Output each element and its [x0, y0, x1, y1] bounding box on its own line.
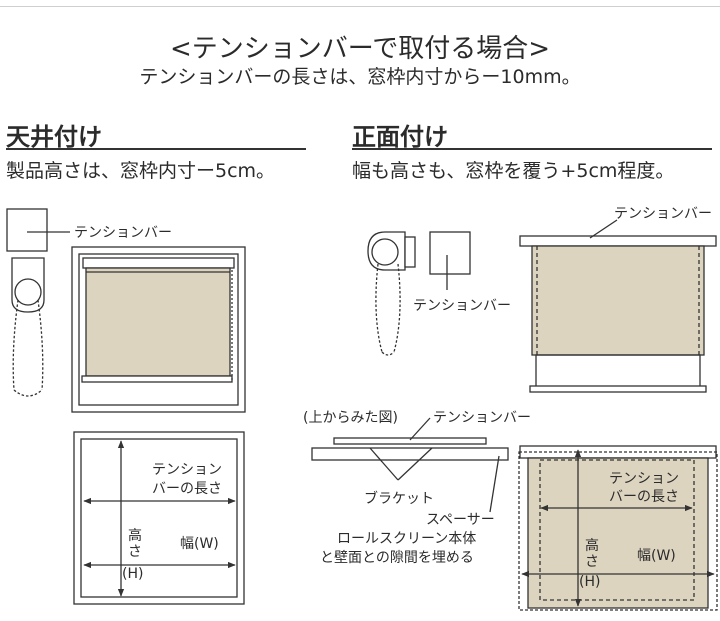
top-view-tension-bar — [333, 437, 487, 445]
pulley-circle — [371, 238, 399, 266]
left-section-heading: 天井付け — [6, 123, 102, 151]
left-label-height-1: 高 — [128, 527, 142, 544]
left-window-diagram-1 — [71, 246, 246, 413]
right-label-tension-bar-a: テンションバー — [614, 206, 712, 222]
right-label-top-view: (上からみた図) — [303, 410, 398, 426]
left-label-height-2: さ — [128, 544, 142, 560]
left-label-tension-length-2: バーの長さ — [152, 481, 222, 497]
right-section-heading: 正面付け — [352, 123, 448, 151]
window-inner-outline — [539, 459, 695, 601]
bracket-leader-1 — [369, 447, 399, 481]
tension-bar-end-square — [6, 208, 48, 252]
bracket-plate — [404, 236, 416, 268]
right-label-height-1: 高 — [585, 537, 599, 554]
pulley-circle — [14, 278, 42, 306]
left-label-tension-bar: テンションバー — [74, 225, 172, 241]
tension-bar-end-square — [429, 231, 471, 275]
right-label-spacer-note-1: ロールスクリーン本体 — [337, 531, 476, 547]
inner-frame — [80, 438, 238, 598]
right-top-view — [311, 417, 509, 513]
outer-frame — [71, 246, 246, 413]
right-label-tension-bar-b: テンションバー — [413, 298, 511, 314]
bracket-leader-2 — [397, 447, 433, 481]
bottom-bar — [529, 385, 707, 393]
bead-chain — [375, 263, 401, 356]
right-heading-rule — [352, 148, 712, 150]
left-heading-rule — [6, 148, 306, 150]
inner-frame — [78, 253, 239, 406]
page-title: <テンションバーで取付る場合> — [169, 34, 550, 64]
top-divider — [0, 6, 720, 7]
screen-fabric — [85, 267, 231, 377]
leader-line — [589, 219, 618, 239]
bead-chain — [12, 299, 44, 397]
right-label-spacer: スペーサー — [426, 512, 495, 528]
headrail — [519, 235, 717, 247]
spacer-leader — [489, 455, 500, 513]
right-tension-bar-detail — [367, 231, 471, 356]
window-frame-outline — [518, 451, 718, 611]
right-window-diagram-1 — [519, 219, 717, 393]
page-subtitle: テンションバーの長さは、窓枠内寸からー10mm。 — [139, 66, 581, 88]
bottom-bar — [81, 375, 233, 383]
right-label-tension-bar-c: テンションバー — [433, 410, 531, 426]
tension-leader — [409, 417, 431, 441]
right-label-width: 幅(W) — [637, 548, 676, 564]
right-window-diagram-2 — [518, 445, 718, 611]
right-label-tension-length-1: テンション — [609, 471, 679, 487]
top-view-frame — [311, 447, 509, 461]
right-section-description: 幅も高さも、窓枠を覆う+5cm程度。 — [352, 160, 675, 182]
tension-bar — [82, 257, 235, 269]
left-window-diagram-2 — [73, 431, 245, 605]
right-label-height-2: さ — [585, 554, 599, 570]
right-label-height-3: (H) — [579, 574, 600, 590]
outer-frame — [73, 431, 245, 605]
right-label-spacer-note-2: と壁面との隙間を埋める — [320, 550, 474, 566]
left-label-width: 幅(W) — [180, 536, 219, 552]
left-label-height-3: (H) — [122, 566, 143, 582]
right-label-bracket: ブラケット — [364, 490, 434, 507]
screen-fabric — [527, 457, 709, 609]
left-section-description: 製品高さは、窓枠内寸ー5cm。 — [6, 160, 276, 182]
right-label-tension-length-2: バーの長さ — [609, 489, 679, 505]
left-tension-bar-detail — [6, 208, 70, 397]
left-label-tension-length-1: テンション — [152, 462, 222, 478]
screen-fabric — [531, 245, 705, 356]
